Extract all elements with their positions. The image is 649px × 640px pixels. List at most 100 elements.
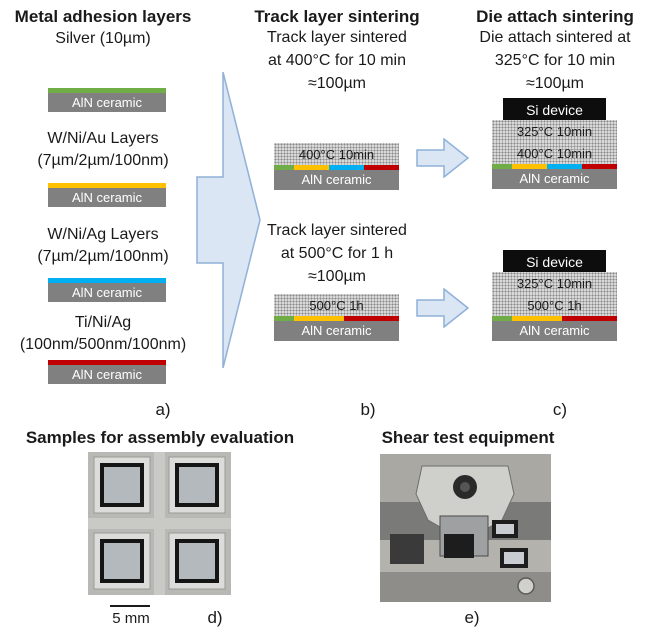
scale-bar-label: 5 mm [112, 610, 150, 627]
desc-b2-line1: Track layer sintered [267, 222, 407, 239]
ceramic-base: AlN ceramic [48, 365, 166, 384]
arrow-right-icon [416, 288, 470, 328]
title-die-attach-sintering: Die attach sintering [476, 7, 634, 26]
strip-silver [274, 316, 294, 321]
strip-gold [294, 165, 329, 170]
track-label: 400°C 10min [516, 146, 593, 161]
scale-bar [110, 605, 150, 607]
ceramic-label: AlN ceramic [301, 172, 372, 187]
sinter-label: 400°C 10min [298, 147, 375, 162]
ceramic-label: AlN ceramic [519, 323, 590, 338]
ceramic-base: AlN ceramic [48, 188, 166, 207]
strip-gold [48, 183, 166, 188]
desc-b1-line3: ≈100µm [307, 75, 367, 92]
title-track-layer-sintering: Track layer sintering [254, 7, 420, 26]
strip-silver [492, 316, 512, 321]
arrow-right-icon [416, 138, 470, 178]
strip-gold [512, 316, 562, 321]
label-tiniag-2: (100nm/500nm/100nm) [19, 336, 187, 353]
label-wniau-1: W/Ni/Au Layers [47, 130, 159, 147]
die-attach-layer: 325°C 10min [492, 272, 617, 294]
ceramic-base: AlN ceramic [48, 93, 166, 112]
desc-c-line3: ≈100µm [525, 75, 585, 92]
sample-square [93, 456, 151, 514]
label-silver: Silver (10µm) [55, 30, 151, 47]
sinter-layer: 400°C 10min [274, 143, 399, 165]
panel-label-a: a) [155, 400, 171, 419]
stack-c1: Si device 325°C 10min 400°C 10min AlN ce… [492, 98, 617, 194]
ceramic-base: AlN ceramic [48, 283, 166, 302]
ceramic-label: AlN ceramic [71, 285, 143, 300]
sample-square [168, 532, 226, 590]
big-arrow-shape [196, 71, 261, 369]
knob-icon [517, 577, 535, 595]
desc-c-line1: Die attach sintered at [479, 29, 631, 46]
ceramic-base: AlN ceramic [274, 170, 399, 190]
strip-blue [329, 165, 364, 170]
panel-label-c: c) [552, 400, 568, 419]
panel-label-b: b) [360, 400, 376, 419]
strip-silver [274, 165, 294, 170]
ceramic-label: AlN ceramic [71, 190, 143, 205]
ceramic-label: AlN ceramic [71, 367, 143, 382]
title-metal-adhesion-layers: Metal adhesion layers [14, 7, 192, 26]
sample-square [168, 456, 226, 514]
label-tiniag-1: Ti/Ni/Ag [74, 314, 132, 331]
sample-wniau: AlN ceramic [48, 183, 166, 207]
fixture-block [390, 534, 424, 564]
ceramic-label: AlN ceramic [519, 171, 590, 186]
strip-blue [48, 278, 166, 283]
panel-label-d: d) [207, 608, 223, 627]
si-device: Si device [503, 98, 606, 120]
die-attach-layer: 325°C 10min [492, 120, 617, 142]
strip-red [364, 165, 399, 170]
sinter-layer: 500°C 1h [274, 294, 399, 316]
si-device-label: Si device [526, 254, 583, 270]
sample-square [93, 532, 151, 590]
desc-b2-line3: ≈100µm [307, 268, 367, 285]
strip-gold [512, 164, 547, 169]
si-device: Si device [503, 250, 606, 272]
stack-c2: Si device 325°C 10min 500°C 1h AlN ceram… [492, 250, 617, 346]
strip-silver [48, 88, 166, 93]
strip-blue [547, 164, 582, 169]
ceramic-base: AlN ceramic [492, 321, 617, 341]
sample-silver: AlN ceramic [48, 88, 166, 112]
sample-chip [444, 534, 474, 558]
big-arrow-icon [196, 71, 261, 369]
ceramic-base: AlN ceramic [274, 321, 399, 341]
die-attach-label: 325°C 10min [516, 276, 593, 291]
desc-c-line2: 325°C for 10 min [494, 52, 616, 69]
sample-wniag: AlN ceramic [48, 278, 166, 302]
strip-red [48, 360, 166, 365]
title-samples-for-assembly: Samples for assembly evaluation [25, 428, 295, 447]
track-label: 500°C 1h [527, 298, 582, 313]
arrow-shape [416, 138, 470, 178]
strip-red [562, 316, 617, 321]
strip-red [344, 316, 399, 321]
strip-red [582, 164, 617, 169]
panel-label-e: e) [464, 608, 480, 627]
sinter-label: 500°C 1h [309, 298, 364, 313]
ceramic-base: AlN ceramic [492, 169, 617, 189]
strip-gold [294, 316, 344, 321]
desc-b1-line1: Track layer sintered [267, 29, 407, 46]
strip-silver [492, 164, 512, 169]
sample-tiniag: AlN ceramic [48, 360, 166, 384]
track-layer: 500°C 1h [492, 294, 617, 316]
stack-b2: 500°C 1h AlN ceramic [274, 294, 399, 346]
desc-b1-line2: at 400°C for 10 min [267, 52, 407, 69]
shear-test-photo [380, 454, 551, 602]
title-shear-test-equipment: Shear test equipment [381, 428, 555, 447]
ceramic-label: AlN ceramic [71, 95, 143, 110]
stack-b1: 400°C 10min AlN ceramic [274, 143, 399, 195]
die-attach-label: 325°C 10min [516, 124, 593, 139]
samples-photo [88, 452, 231, 595]
photo-gap-v [154, 452, 165, 595]
track-layer: 400°C 10min [492, 142, 617, 164]
ceramic-label: AlN ceramic [301, 323, 372, 338]
label-wniag-1: W/Ni/Ag Layers [47, 226, 159, 243]
label-wniag-2: (7µm/2µm/100nm) [37, 248, 169, 265]
si-device-label: Si device [526, 102, 583, 118]
